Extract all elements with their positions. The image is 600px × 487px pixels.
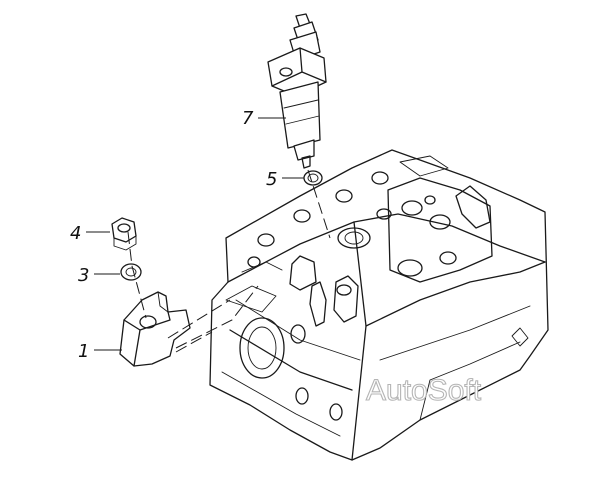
callout-5: 5 bbox=[266, 169, 277, 190]
callout-1: 1 bbox=[78, 341, 89, 362]
clamp-bracket-part-1 bbox=[119, 231, 259, 367]
callout-4: 4 bbox=[70, 223, 81, 244]
cylinder-head bbox=[209, 149, 549, 461]
nut-part-4 bbox=[111, 217, 137, 251]
callout-7: 7 bbox=[242, 108, 254, 129]
callout-3: 3 bbox=[78, 265, 89, 286]
seal-washer-part-5 bbox=[303, 170, 323, 186]
watermark: AutoSoft bbox=[366, 374, 482, 407]
injector-part-7 bbox=[267, 13, 331, 239]
washer-part-3 bbox=[120, 263, 142, 281]
